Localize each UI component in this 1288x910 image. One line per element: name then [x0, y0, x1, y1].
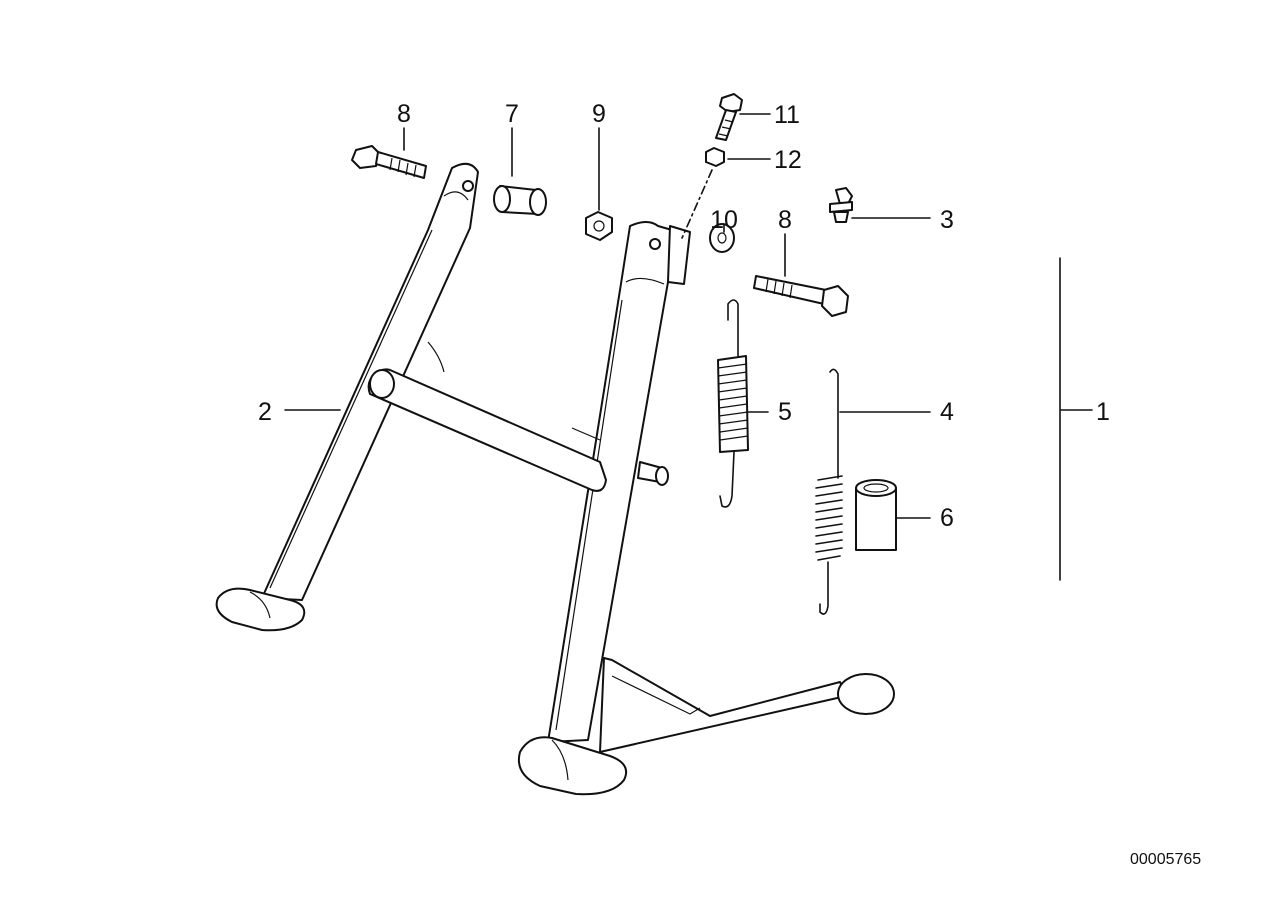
nut-12: [705, 147, 725, 167]
center-stand: [215, 162, 895, 796]
cross-tube-end: [369, 369, 395, 399]
callout-4: 4: [940, 398, 954, 426]
right-foot: [518, 736, 628, 796]
callout-2: 2: [258, 398, 272, 426]
bolt-8-right: [753, 275, 849, 317]
assembly-axis: [681, 169, 713, 239]
screw-11: [715, 93, 743, 141]
washer-10: [709, 223, 735, 253]
grease-nipple-3: [829, 187, 853, 223]
left-foot: [215, 587, 306, 632]
left-leg-pivot-hole: [462, 180, 474, 192]
right-leg-pivot-hole: [649, 238, 661, 250]
drawing-number: 00005765: [1130, 851, 1201, 868]
kick-pedal: [837, 673, 895, 715]
bolt-8-left: [351, 145, 427, 179]
callout-10: 10: [710, 206, 738, 234]
kick-lever: [599, 657, 847, 753]
callout-8-left: 8: [397, 100, 411, 128]
nut-9: [585, 211, 613, 241]
spring-5: [717, 299, 749, 508]
callout-6: 6: [940, 504, 954, 532]
cross-tube: [367, 368, 607, 492]
sleeve-6: [855, 479, 897, 551]
spring-lug: [667, 225, 691, 285]
callout-3: 3: [940, 206, 954, 234]
leader-1-bracket: [1059, 257, 1093, 581]
callout-8-right: 8: [778, 206, 792, 234]
callout-1: 1: [1096, 398, 1110, 426]
bushing-7: [493, 185, 547, 216]
callout-9: 9: [592, 100, 606, 128]
callout-12: 12: [774, 146, 802, 174]
callout-7: 7: [505, 100, 519, 128]
callout-5: 5: [778, 398, 792, 426]
spring-4: [815, 368, 843, 615]
right-leg: [547, 221, 687, 743]
callout-11: 11: [774, 101, 800, 129]
